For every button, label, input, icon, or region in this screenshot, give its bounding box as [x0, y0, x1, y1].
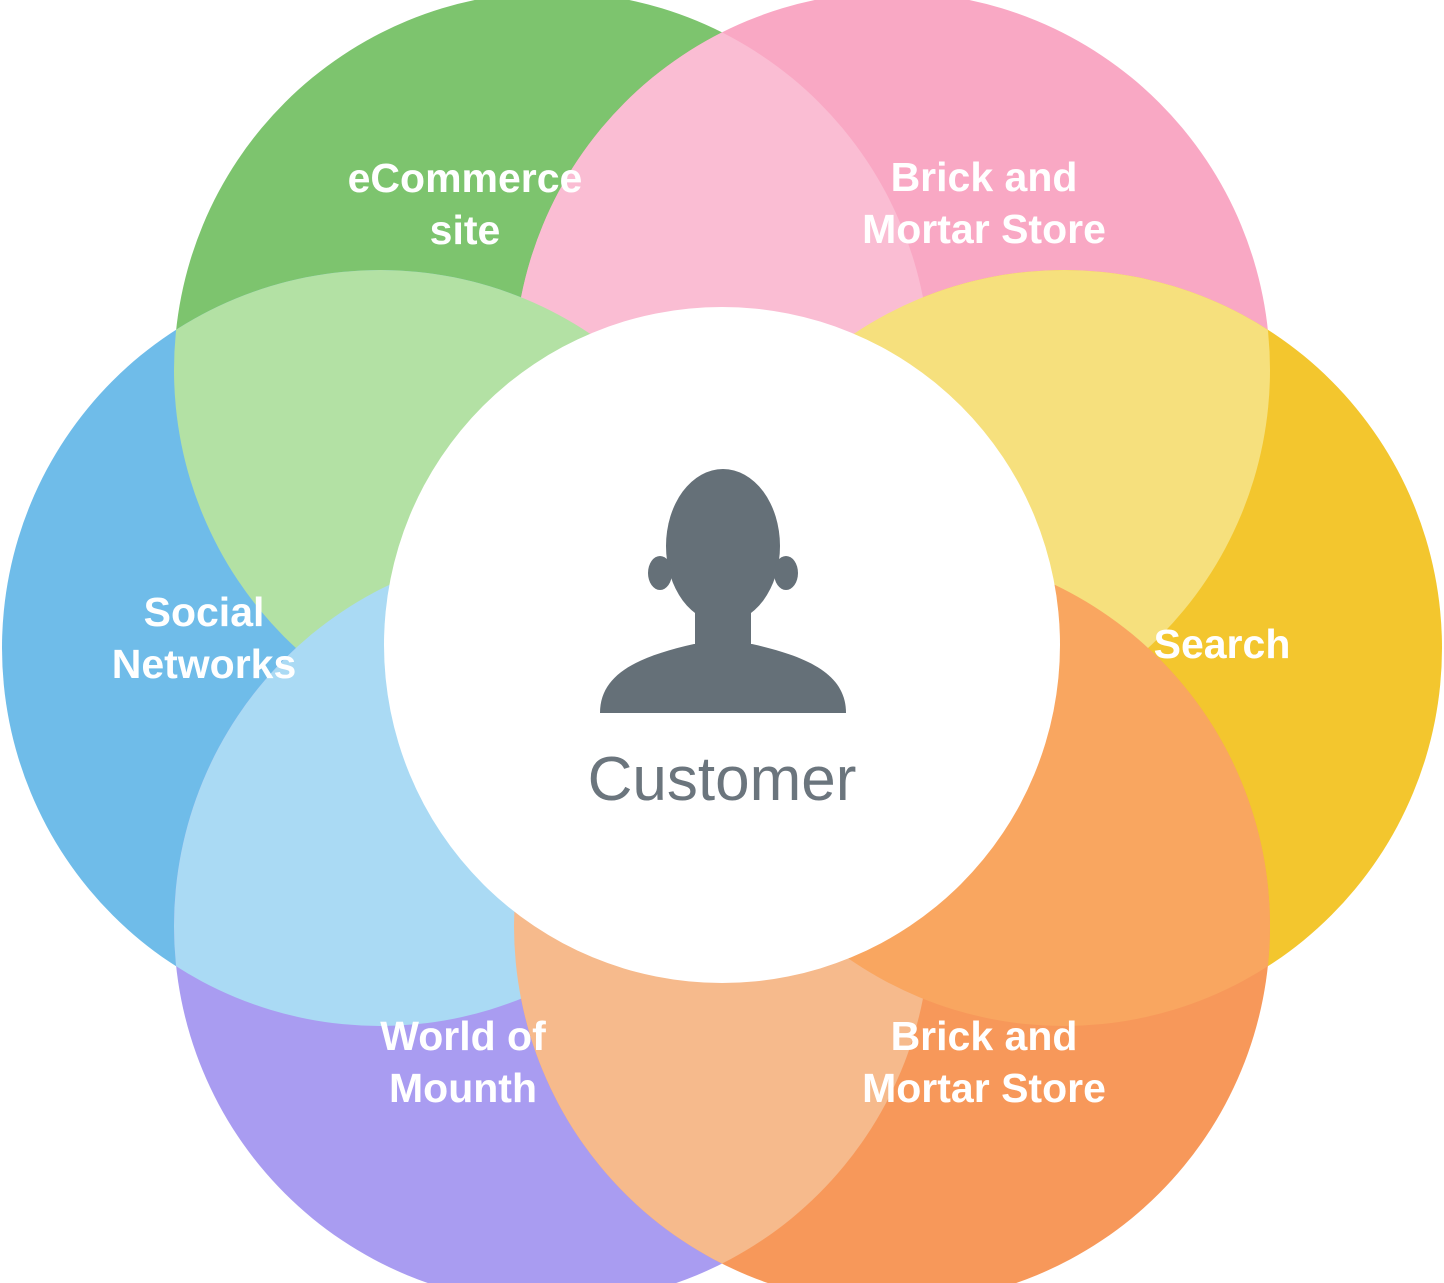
social-networks-label-line2: Networks — [112, 641, 297, 687]
brick-mortar-top-label-line2: Mortar Store — [862, 206, 1106, 252]
ecommerce-label-line1: eCommerce — [348, 155, 583, 201]
search-label: Search — [1154, 621, 1291, 667]
brick-mortar-bottom-label-line2: Mortar Store — [862, 1065, 1106, 1111]
ecommerce-label-line2: site — [430, 207, 501, 253]
brick-mortar-top-label-line1: Brick and — [891, 154, 1078, 200]
social-networks-label-line1: Social — [144, 589, 265, 635]
person-icon — [600, 469, 846, 713]
brick-mortar-bottom-label-line1: Brick and — [891, 1013, 1078, 1059]
word-of-mouth-label-line1: World of — [380, 1013, 546, 1059]
customer-label: Customer — [588, 745, 857, 814]
word-of-mouth-label-line2: Mounth — [389, 1065, 537, 1111]
